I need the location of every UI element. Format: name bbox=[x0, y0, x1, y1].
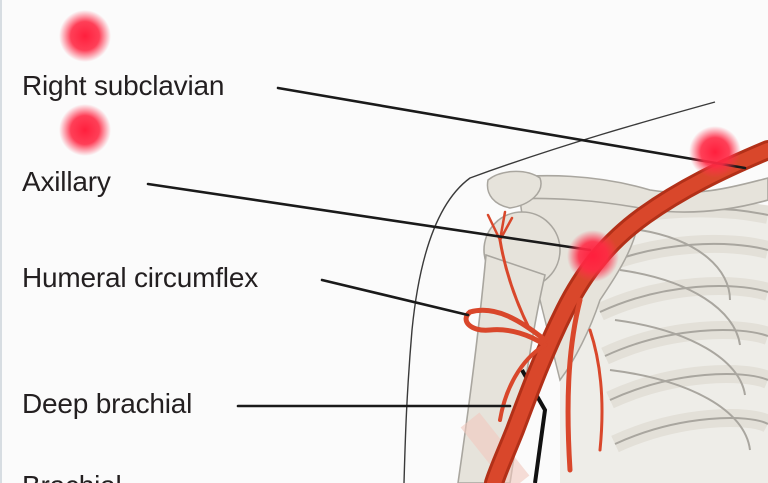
marker-top-left-1 bbox=[59, 10, 111, 62]
leader-humeral-circumflex bbox=[322, 280, 468, 315]
label-humeral-circumflex: Humeral circumflex bbox=[22, 262, 258, 294]
marker-subclavian bbox=[689, 126, 741, 178]
leader-right-subclavian bbox=[278, 88, 745, 168]
marker-axillary bbox=[567, 230, 619, 282]
marker-top-left-2 bbox=[59, 104, 111, 156]
label-axillary: Axillary bbox=[22, 166, 111, 198]
label-brachial: Brachial bbox=[22, 470, 122, 483]
label-deep-brachial: Deep brachial bbox=[22, 388, 192, 420]
label-right-subclavian: Right subclavian bbox=[22, 70, 224, 102]
